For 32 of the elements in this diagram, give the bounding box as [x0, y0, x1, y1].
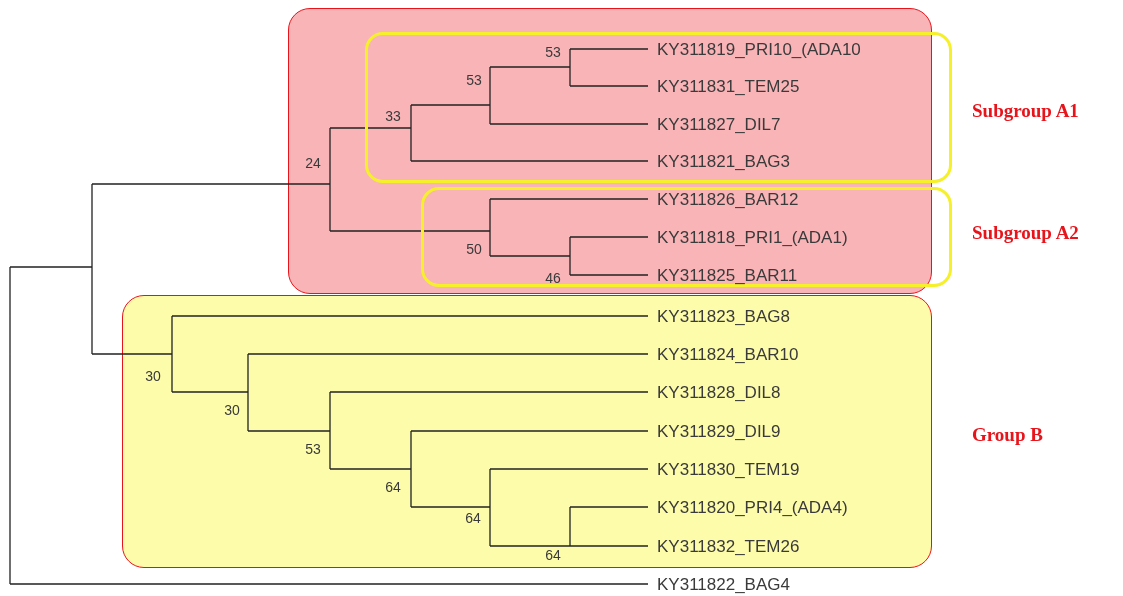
bootstrap-value: 64 — [545, 548, 561, 562]
group-heading: Subgroup A1 — [972, 100, 1079, 120]
taxon-label: KY311820_PRI4_(ADA4) — [657, 498, 848, 516]
bootstrap-value: 33 — [385, 109, 401, 123]
bootstrap-value: 64 — [465, 511, 481, 525]
bootstrap-value: 53 — [545, 45, 561, 59]
taxon-label: KY311825_BAR11 — [657, 266, 798, 284]
taxon-label: KY311829_DIL9 — [657, 422, 781, 440]
bootstrap-value: 64 — [385, 480, 401, 494]
taxon-label: KY311831_TEM25 — [657, 77, 800, 95]
taxon-label: KY311832_TEM26 — [657, 537, 800, 555]
taxon-label: KY311822_BAG4 — [657, 575, 790, 593]
taxon-label: KY311830_TEM19 — [657, 460, 800, 478]
bootstrap-value: 30 — [224, 403, 240, 417]
taxon-label: KY311818_PRI1_(ADA1) — [657, 228, 848, 246]
bootstrap-value: 30 — [145, 369, 161, 383]
bootstrap-value: 46 — [545, 271, 561, 285]
taxon-label: KY311823_BAG8 — [657, 307, 790, 325]
group-region — [288, 8, 932, 294]
group-region — [122, 295, 932, 568]
taxon-label: KY311826_BAR12 — [657, 190, 799, 208]
group-heading: Group B — [972, 424, 1043, 444]
taxon-label: KY311828_DIL8 — [657, 383, 781, 401]
taxon-label: KY311821_BAG3 — [657, 152, 790, 170]
taxon-label: KY311819_PRI10_(ADA10 — [657, 40, 861, 58]
bootstrap-value: 24 — [305, 156, 321, 170]
group-heading: Subgroup A2 — [972, 222, 1079, 242]
taxon-label: KY311827_DIL7 — [657, 115, 781, 133]
bootstrap-value: 53 — [305, 442, 321, 456]
bootstrap-value: 50 — [466, 242, 482, 256]
bootstrap-value: 53 — [466, 73, 482, 87]
taxon-label: KY311824_BAR10 — [657, 345, 799, 363]
